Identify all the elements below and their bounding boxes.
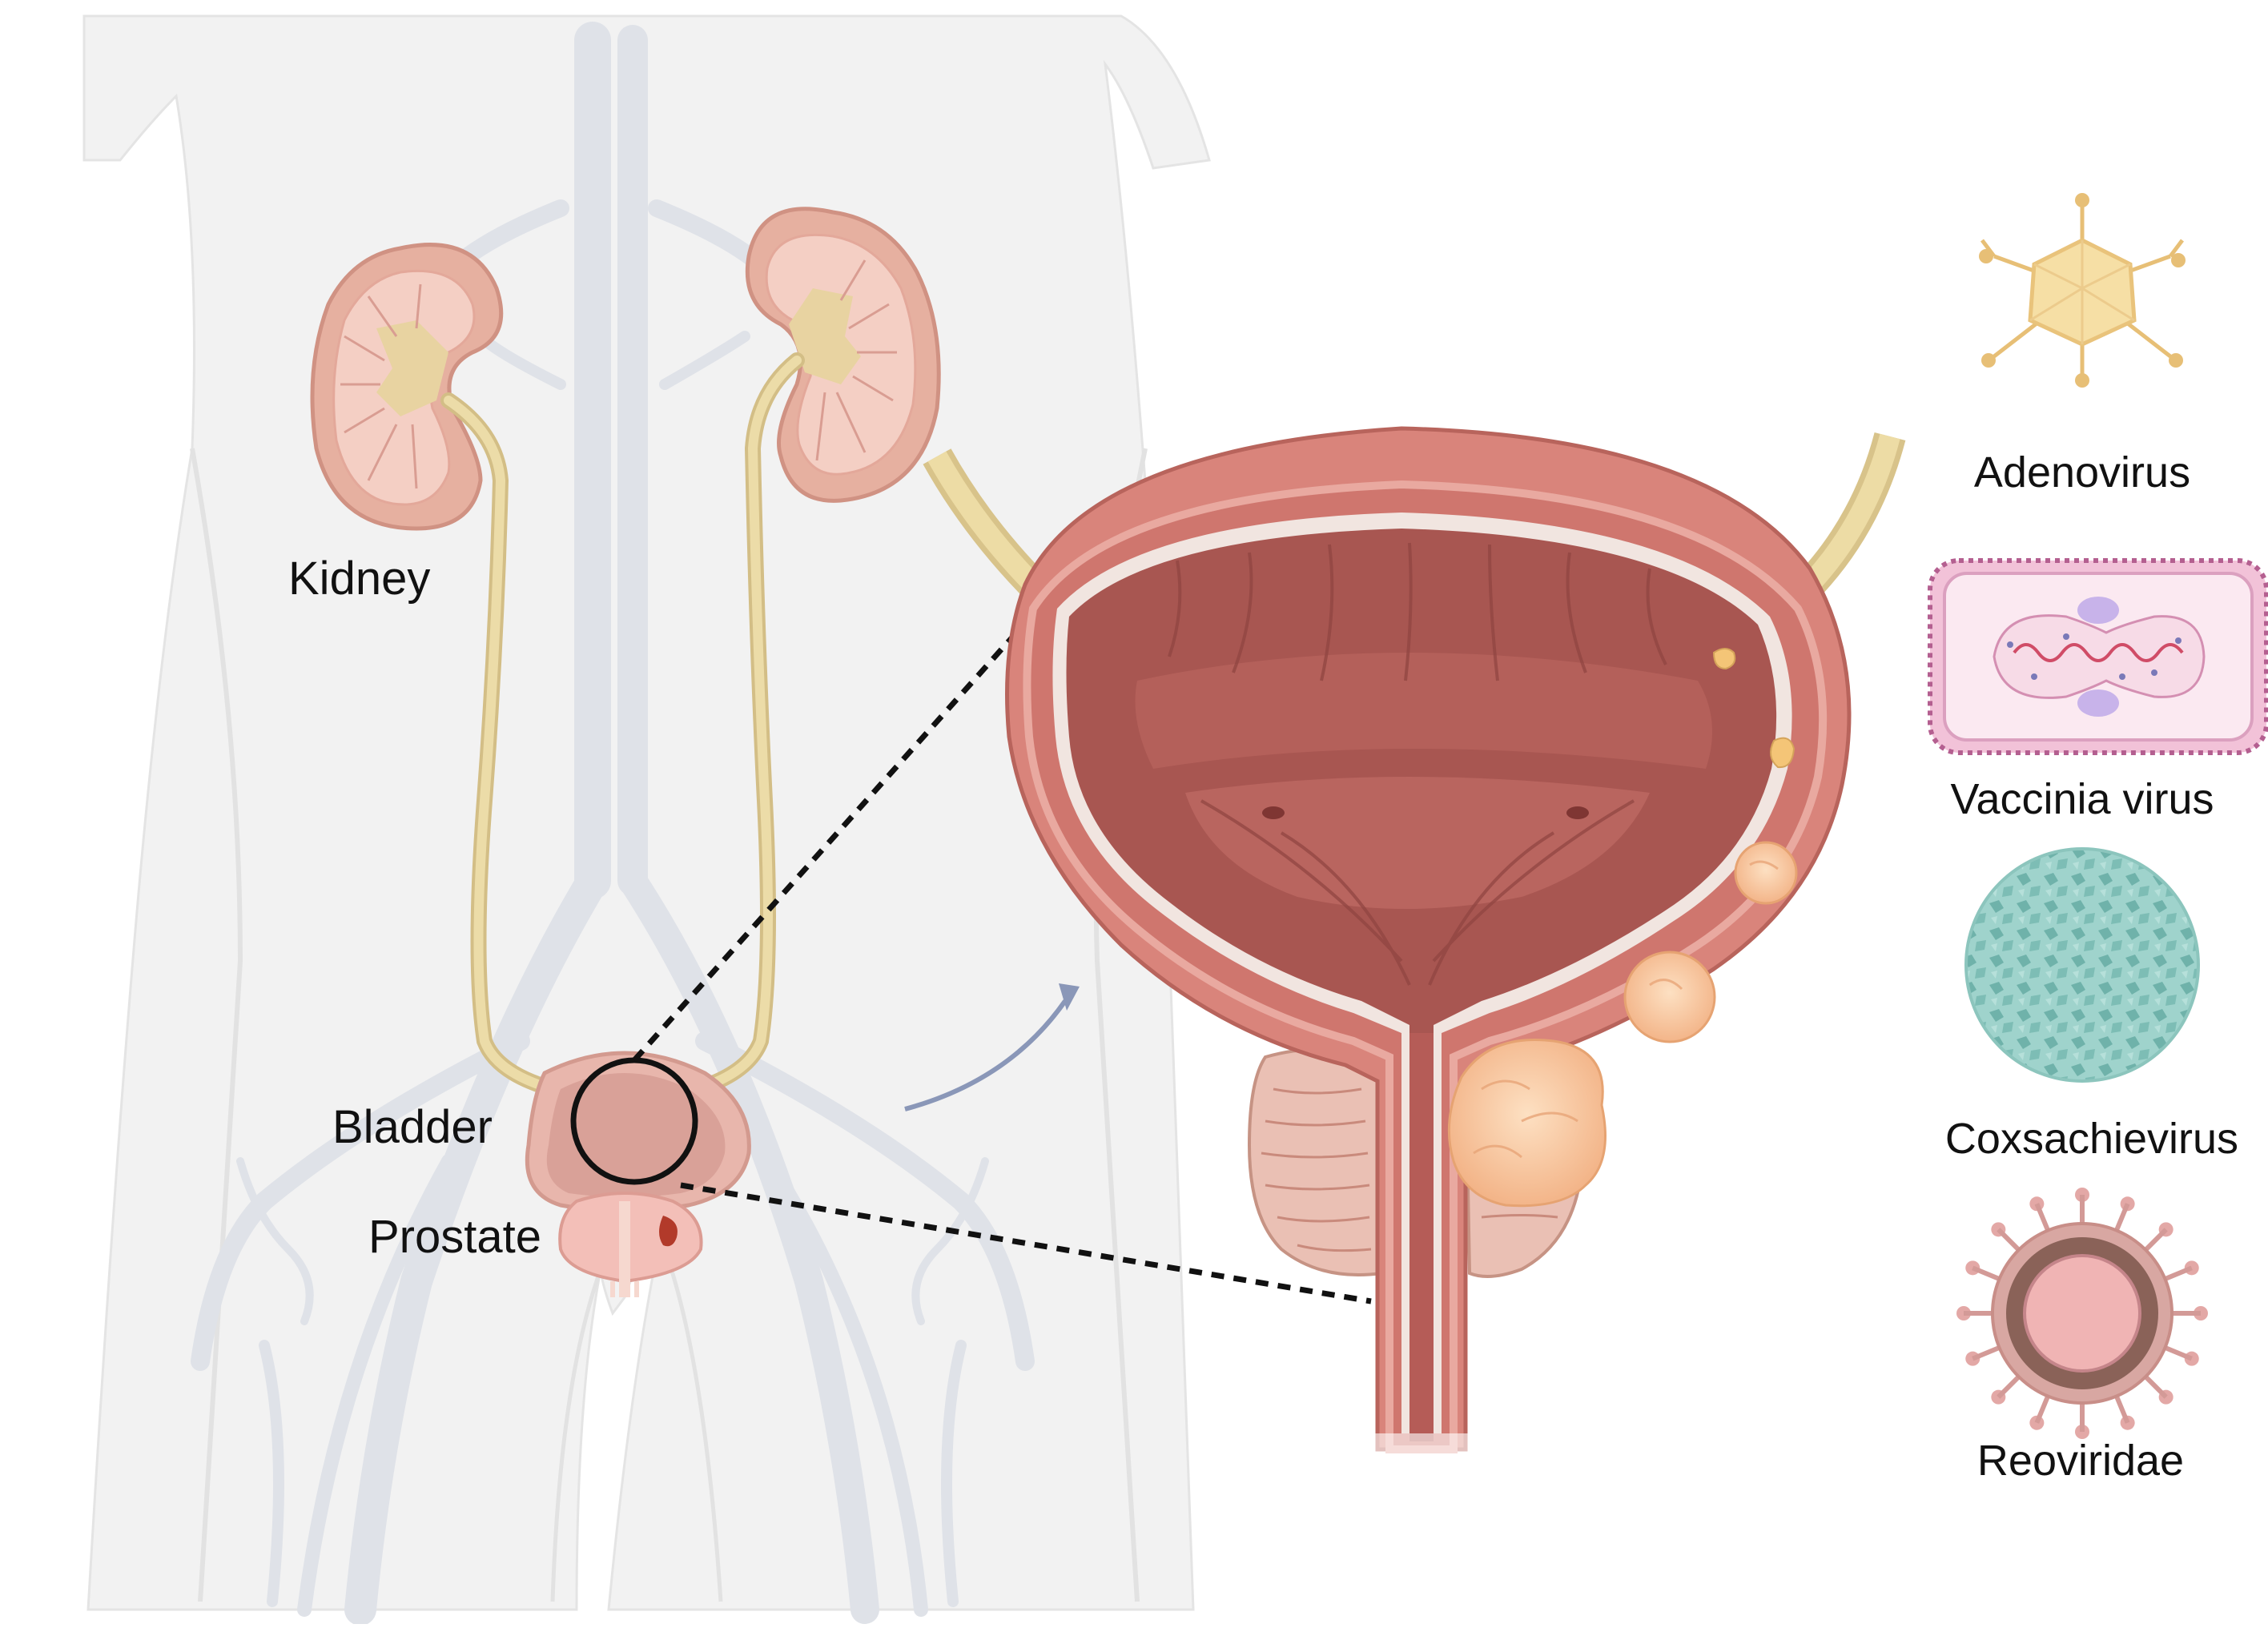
right-kidney-icon xyxy=(745,207,941,503)
reovirus-spike xyxy=(2142,1228,2168,1253)
reovirus-spike xyxy=(2034,1203,2051,1233)
reovirus-spike xyxy=(2113,1203,2130,1233)
vaccinia-virus-label: Vaccinia virus xyxy=(1950,775,2214,823)
bladder-tumors xyxy=(1447,648,1798,1208)
vaccinia-virus-icon xyxy=(1928,558,2268,755)
coxsachievirus-label: Coxsachievirus xyxy=(1945,1115,2238,1163)
small-prostate-icon xyxy=(558,1192,703,1297)
reoviridae-icon xyxy=(1956,1188,2208,1439)
reovirus-spike xyxy=(2162,1265,2193,1282)
reovirus-spike xyxy=(1997,1373,2022,1399)
reovirus-spike xyxy=(1997,1228,2022,1253)
reovirus-spike xyxy=(1972,1345,2002,1361)
ureters xyxy=(440,352,805,1097)
reoviridae-label: Reoviridae xyxy=(1977,1437,2184,1485)
reovirus-spike xyxy=(2034,1393,2051,1424)
kidney-label: Kidney xyxy=(288,553,430,605)
left-kidney-icon xyxy=(310,243,504,531)
large-bladder-icon xyxy=(923,426,1906,1457)
reovirus-spike xyxy=(2162,1345,2193,1361)
reovirus-spike xyxy=(2113,1393,2130,1424)
coxsachievirus-icon xyxy=(1964,847,2200,1083)
bladder-label: Bladder xyxy=(332,1101,493,1153)
arrow-icon xyxy=(904,983,1080,1111)
reovirus-spike xyxy=(1972,1265,2002,1282)
adenovirus-label: Adenovirus xyxy=(1974,448,2190,496)
prostate-label: Prostate xyxy=(368,1211,541,1263)
reovirus-spike xyxy=(2142,1373,2168,1399)
adenovirus-icon xyxy=(1979,193,2186,388)
